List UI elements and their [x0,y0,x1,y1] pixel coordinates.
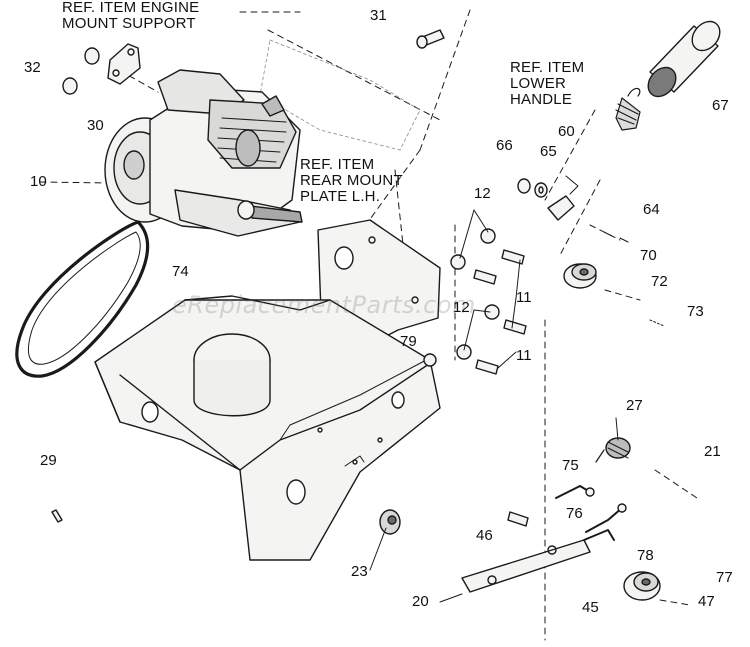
part-number-11-lower: 11 [516,347,532,364]
part-number-31: 31 [370,7,387,24]
watermark: eReplacementParts.com [172,291,476,319]
part-number-73: 73 [687,303,704,320]
ref-lower-handle-line-2: LOWER [510,75,567,92]
washer-66-icon [517,178,548,198]
part-number-27: 27 [626,397,643,414]
part-number-12-upper: 12 [474,185,491,202]
spring-27-icon [595,437,631,463]
assembly-guide-lines [39,9,701,641]
part-number-11-upper: 11 [516,289,532,306]
part-number-46: 46 [476,527,493,544]
part-number-30: 30 [87,117,104,134]
part-number-60: 60 [558,123,575,140]
bolt-31-icon [416,29,445,49]
ref-engine-mount-line-1: REF. ITEM ENGINE [62,0,200,16]
key-73-icon [649,319,665,327]
part-number-64: 64 [643,201,660,218]
ref-rear-mount-line-3: PLATE L.H. [300,188,381,205]
lever-64-icon [547,175,579,221]
part-number-20: 20 [412,593,429,610]
part-number-72: 72 [651,273,668,290]
bolt-11-icon [473,249,527,375]
part-number-70: 70 [640,247,657,264]
ref-rear-mount-line-1: REF. ITEM [300,156,375,173]
bracket-30-icon [107,43,141,85]
handle-tube-67-icon [647,20,721,98]
washer-12-icon [450,228,500,360]
pulley-78-icon [623,571,661,601]
part-number-32: 32 [24,59,41,76]
nut-79-icon [423,353,437,367]
part-number-66: 66 [496,137,513,154]
part-number-75: 75 [562,457,579,474]
part-number-29: 29 [40,452,57,469]
frame-icon [94,295,441,561]
part-number-78: 78 [637,547,654,564]
ref-rear-mount-line-2: REAR MOUNT [300,172,403,189]
nut-32-icon [62,47,100,95]
part-number-74: 74 [172,263,189,280]
part-number-45: 45 [582,599,599,616]
spring-60-icon [615,87,641,131]
part-number-21: 21 [704,443,721,460]
bolt-46-icon [507,511,529,527]
idler-arm-20-icon [461,529,615,593]
ref-lower-handle: REF. ITEM LOWER HANDLE [510,60,584,108]
screw-29-icon [51,509,63,523]
rod-75-icon [555,485,595,499]
part-number-79: 79 [400,333,417,350]
rod-76-icon [585,503,627,533]
pulley-23-icon [379,509,401,535]
ref-lower-handle-line-3: HANDLE [510,91,573,108]
ref-rear-mount-plate: REF. ITEM REAR MOUNT PLATE L.H. [300,157,403,205]
ref-lower-handle-line-1: REF. ITEM [510,59,585,76]
belt-74-icon [15,220,150,378]
part-number-67: 67 [712,97,729,114]
part-number-12-lower: 12 [453,299,470,316]
part-number-65: 65 [540,143,557,160]
part-number-10: 10 [30,173,47,190]
ref-engine-mount-support: REF. ITEM ENGINE MOUNT SUPPORT [62,0,199,32]
pulley-72-icon [563,263,597,289]
part-number-47: 47 [698,593,715,610]
part-number-76: 76 [566,505,583,522]
pin-70-icon [603,231,629,243]
leader-lines [369,209,619,603]
ref-engine-mount-line-2: MOUNT SUPPORT [62,15,196,32]
part-number-23: 23 [351,563,368,580]
engine-10-icon [104,69,303,237]
part-number-77: 77 [716,569,733,586]
